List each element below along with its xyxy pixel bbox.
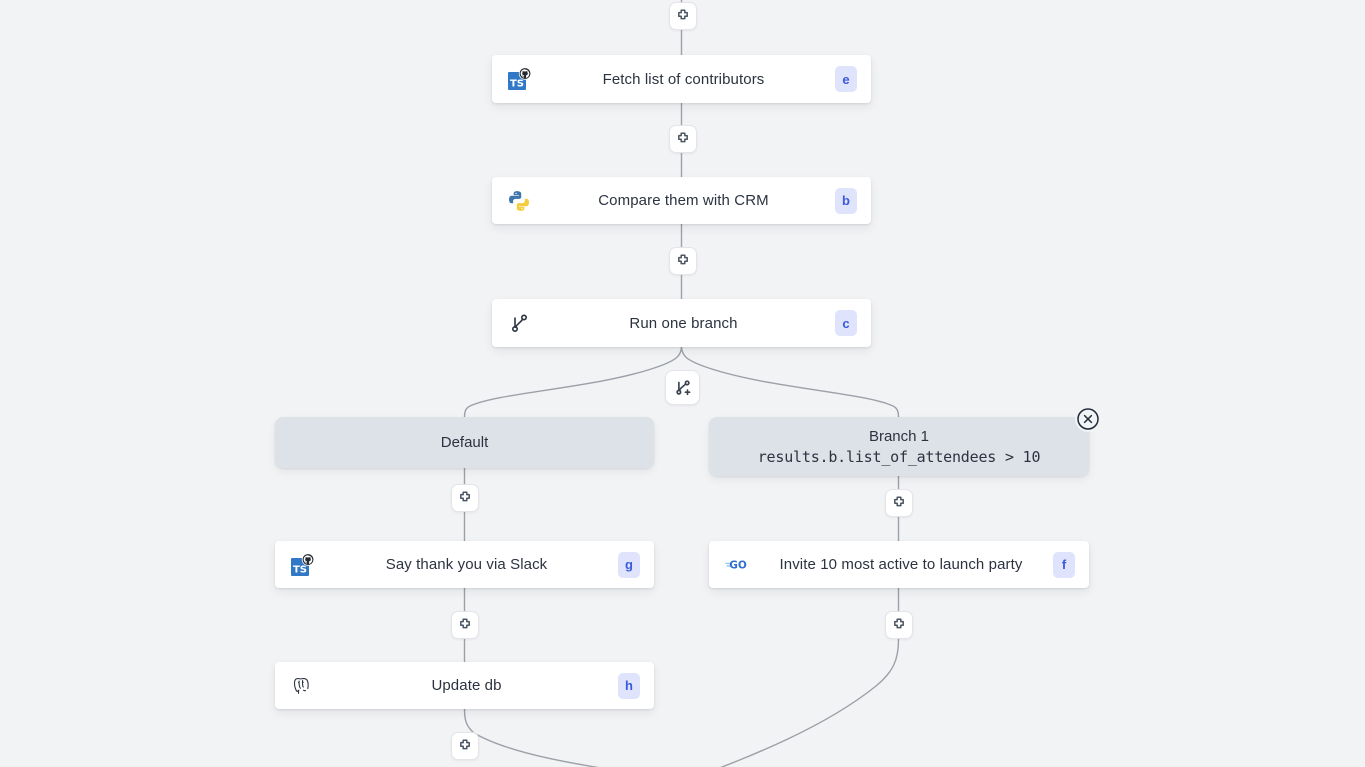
node-fetch-list-of-contributors[interactable]: TS Fetch list of contributors e — [492, 55, 871, 103]
edge-invite-to-merge — [720, 588, 900, 767]
node-invite-10-most-active-to-launch-party[interactable]: GO Invite 10 most active to launch party… — [709, 541, 1089, 588]
plus-icon — [678, 9, 688, 20]
node-run-one-branch[interactable]: Run one branch c — [492, 299, 871, 347]
add-step-button-default-branch[interactable] — [451, 484, 479, 512]
edge-branch-to-branch1 — [680, 346, 900, 418]
add-step-button-top[interactable] — [669, 2, 697, 30]
node-title: Update db — [431, 677, 502, 694]
node-key-badge[interactable]: c — [835, 310, 857, 336]
typescript-github-icon: TS — [506, 66, 532, 92]
node-key-badge[interactable]: g — [618, 551, 640, 578]
node-update-db[interactable]: Update db h — [275, 662, 654, 709]
node-key-badge[interactable]: b — [835, 187, 857, 214]
node-key-badge[interactable]: e — [835, 66, 857, 92]
branch-box-default[interactable]: Default — [275, 417, 654, 468]
plus-icon — [678, 254, 688, 265]
plus-icon — [460, 739, 470, 750]
node-key-badge[interactable]: h — [618, 672, 640, 699]
plus-icon — [678, 132, 688, 143]
node-title: Run one branch — [629, 314, 738, 332]
git-branch-icon — [506, 310, 532, 336]
typescript-github-icon: TS — [289, 552, 315, 578]
branch-box-branch-1[interactable]: Branch 1 results.b.list_of_attendees > 1… — [709, 417, 1089, 476]
add-step-button-after-compare[interactable] — [669, 247, 697, 275]
node-key-badge[interactable]: f — [1053, 551, 1075, 578]
branch-label: Branch 1 — [868, 427, 930, 445]
add-step-button-branch-1[interactable] — [885, 489, 913, 517]
edge-branch-to-default — [463, 346, 683, 418]
node-title: Say thank you via Slack — [385, 556, 548, 573]
node-title: Invite 10 most active to launch party — [779, 556, 1023, 573]
plus-icon — [894, 496, 904, 507]
branch-label: Default — [440, 434, 489, 451]
python-icon — [506, 188, 532, 214]
plus-icon — [460, 618, 470, 629]
branch-expression: results.b.list_of_attendees > 10 — [757, 447, 1041, 466]
svg-text:TS: TS — [293, 564, 307, 575]
node-title: Compare them with CRM — [598, 192, 769, 209]
add-step-button-after-slack[interactable] — [451, 611, 479, 639]
golang-icon: GO — [723, 552, 749, 578]
postgresql-icon — [289, 673, 315, 699]
add-step-button-after-invite[interactable] — [885, 611, 913, 639]
add-step-button-after-updatedb[interactable] — [451, 732, 479, 760]
node-say-thank-you-via-slack[interactable]: TS Say thank you via Slack g — [275, 541, 654, 588]
plus-icon — [460, 491, 470, 502]
plus-icon — [894, 618, 904, 629]
add-branch-button[interactable] — [665, 370, 700, 405]
edge-updatedb-to-merge — [463, 708, 599, 767]
close-icon[interactable] — [1075, 406, 1101, 432]
svg-text:TS: TS — [510, 79, 524, 90]
add-step-button-after-fetch[interactable] — [669, 125, 697, 153]
node-title: Fetch list of contributors — [602, 70, 765, 88]
node-compare-them-with-crm[interactable]: Compare them with CRM b — [492, 177, 871, 224]
svg-text:GO: GO — [729, 559, 747, 571]
